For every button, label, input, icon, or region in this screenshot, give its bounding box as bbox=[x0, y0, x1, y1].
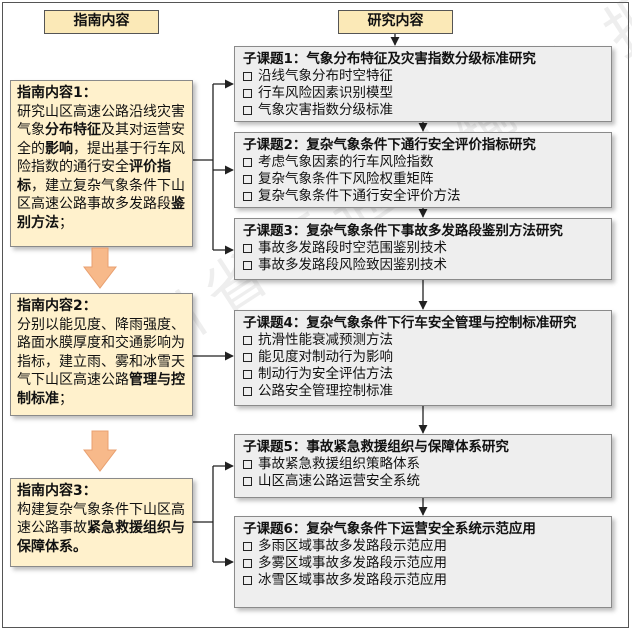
subtopic-title: 子课题4：复杂气象条件下行车安全管理与控制标准研究 bbox=[243, 315, 577, 331]
checkbox-square-icon bbox=[243, 542, 252, 551]
guide-text: ； bbox=[59, 390, 73, 407]
subtopic-title: 子课题5：事故紧急救援组织与保障体系研究 bbox=[243, 439, 509, 455]
checkbox-square-icon bbox=[243, 336, 252, 345]
guide-text: 分别以能见度、降雨强度、路面水膜厚度和交通影响为指标，建立雨、雾和冰雪天气下山区… bbox=[17, 316, 185, 389]
guide-title: 指南内容3： bbox=[17, 483, 97, 499]
guide-body: 分别以能见度、降雨强度、路面水膜厚度和交通影响为指标，建立雨、雾和冰雪天气下山区… bbox=[17, 316, 186, 409]
checkbox-square-icon bbox=[243, 106, 252, 115]
guide-text-emphasis: 评价指标 bbox=[17, 159, 171, 194]
subtopic-box-5: 子课题5：事故紧急救援组织与保障体系研究 事故紧急救援组织策略体系 山区高速公路… bbox=[234, 434, 612, 498]
checkbox-square-icon bbox=[243, 477, 252, 486]
subtopic-box-2: 子课题2：复杂气象条件下通行安全评价指标研究 考虑气象因素的行车风险指数 复杂气… bbox=[234, 132, 612, 208]
checkbox-square-icon bbox=[243, 89, 252, 98]
list-item: 行车风险因素识别模型 bbox=[243, 85, 603, 102]
list-item: 气象灾害指数分级标准 bbox=[243, 102, 603, 119]
checkbox-square-icon bbox=[243, 353, 252, 362]
guide-text-emphasis: 影响 bbox=[45, 140, 73, 157]
list-item: 公路安全管理控制标准 bbox=[243, 383, 603, 400]
subtopic-items: 事故多发路段时空范围鉴别技术 事故多发路段风险致因鉴别技术 bbox=[243, 240, 603, 274]
subtopic-items: 抗滑性能衰减预测方法 能见度对制动行为影响 制动行为安全评估方法 公路安全管理控… bbox=[243, 332, 603, 400]
list-item: 多雾区域事故多发路段示范应用 bbox=[243, 555, 603, 572]
checkbox-square-icon bbox=[243, 192, 252, 201]
guide-text-emphasis: 分布特征 bbox=[45, 122, 101, 138]
checkbox-square-icon bbox=[243, 576, 252, 585]
guide-text-emphasis: 管理与控制标准 bbox=[17, 372, 185, 407]
down-arrow-icon bbox=[83, 430, 117, 472]
list-item: 复杂气象条件下风险权重矩阵 bbox=[243, 171, 603, 188]
list-item: 多雨区域事故多发路段示范应用 bbox=[243, 538, 603, 555]
checkbox-square-icon bbox=[243, 72, 252, 81]
guide-box-3: 指南内容3： 构建复杂气象条件下山区高速公路事故紧急救援组织与保障体系。 bbox=[10, 478, 193, 567]
list-item: 事故多发路段风险致因鉴别技术 bbox=[243, 257, 603, 274]
down-arrow-icon bbox=[83, 247, 117, 289]
guide-text: ； bbox=[59, 214, 73, 231]
guide-body: 构建复杂气象条件下山区高速公路事故紧急救援组织与保障体系。 bbox=[17, 501, 186, 557]
subtopic-items: 事故紧急救援组织策略体系 山区高速公路运营安全系统 bbox=[243, 456, 603, 490]
subtopic-title: 子课题2：复杂气象条件下通行安全评价指标研究 bbox=[243, 137, 536, 153]
subtopic-box-6: 子课题6：复杂气象条件下运营安全系统示范应用 多雨区域事故多发路段示范应用 多雾… bbox=[234, 516, 612, 608]
subtopic-items: 沿线气象分布时空特征 行车风险因素识别模型 气象灾害指数分级标准 bbox=[243, 68, 603, 119]
subtopic-box-3: 子课题3：复杂气象条件下事故多发路段鉴别方法研究 事故多发路段时空范围鉴别技术 … bbox=[234, 218, 612, 280]
list-item: 考虑气象因素的行车风险指数 bbox=[243, 154, 603, 171]
subtopic-items: 考虑气象因素的行车风险指数 复杂气象条件下风险权重矩阵 复杂气象条件下通行安全评… bbox=[243, 154, 603, 205]
list-item: 能见度对制动行为影响 bbox=[243, 349, 603, 366]
guide-text: ，提出基于行车风险指数的通行安全 bbox=[17, 140, 185, 176]
subtopic-title: 子课题1：气象分布特征及灾害指数分级标准研究 bbox=[243, 51, 536, 67]
guide-title: 指南内容1： bbox=[17, 85, 97, 101]
subtopic-box-4: 子课题4：复杂气象条件下行车安全管理与控制标准研究 抗滑性能衰减预测方法 能见度… bbox=[234, 310, 612, 406]
guide-text: 研究山区高速公路沿线灾害气象 bbox=[17, 103, 185, 139]
guide-box-2: 指南内容2： 分别以能见度、降雨强度、路面水膜厚度和交通影响为指标，建立雨、雾和… bbox=[10, 293, 193, 416]
list-item: 抗滑性能衰减预测方法 bbox=[243, 332, 603, 349]
guide-text-emphasis: 鉴别方法 bbox=[17, 196, 185, 231]
subtopic-title: 子课题3：复杂气象条件下事故多发路段鉴别方法研究 bbox=[243, 223, 563, 239]
checkbox-square-icon bbox=[243, 387, 252, 396]
list-item: 沿线气象分布时空特征 bbox=[243, 68, 603, 85]
guide-text: ，建立复杂气象条件下山区高速公路事故多发路段 bbox=[17, 177, 185, 213]
guide-text: 构建复杂气象条件下山区高速公路事故 bbox=[17, 501, 185, 537]
list-item: 事故多发路段时空范围鉴别技术 bbox=[243, 240, 603, 257]
guide-text-emphasis: 紧急救援组织与保障体系。 bbox=[17, 520, 185, 555]
guide-text: 及其对运营安全的 bbox=[17, 122, 185, 157]
checkbox-square-icon bbox=[243, 175, 252, 184]
checkbox-square-icon bbox=[243, 460, 252, 469]
subtopic-title: 子课题6：复杂气象条件下运营安全系统示范应用 bbox=[243, 521, 536, 537]
guide-box-1: 指南内容1： 研究山区高速公路沿线灾害气象分布特征及其对运营安全的影响，提出基于… bbox=[10, 80, 193, 247]
list-item: 事故紧急救援组织策略体系 bbox=[243, 456, 603, 473]
subtopic-box-1: 子课题1：气象分布特征及灾害指数分级标准研究 沿线气象分布时空特征 行车风险因素… bbox=[234, 46, 612, 122]
list-item: 制动行为安全评估方法 bbox=[243, 366, 603, 383]
list-item: 山区高速公路运营安全系统 bbox=[243, 473, 603, 490]
checkbox-square-icon bbox=[243, 370, 252, 379]
list-item: 冰雪区域事故多发路段示范应用 bbox=[243, 572, 603, 589]
subtopic-items: 多雨区域事故多发路段示范应用 多雾区域事故多发路段示范应用 冰雪区域事故多发路段… bbox=[243, 538, 603, 589]
checkbox-square-icon bbox=[243, 244, 252, 253]
checkbox-square-icon bbox=[243, 261, 252, 270]
guide-title: 指南内容2： bbox=[17, 298, 97, 314]
guide-body: 研究山区高速公路沿线灾害气象分布特征及其对运营安全的影响，提出基于行车风险指数的… bbox=[17, 103, 186, 233]
checkbox-square-icon bbox=[243, 559, 252, 568]
header-guide-content: 指南内容 bbox=[44, 10, 159, 34]
checkbox-square-icon bbox=[243, 158, 252, 167]
list-item: 复杂气象条件下通行安全评价方法 bbox=[243, 188, 603, 205]
header-research-content: 研究内容 bbox=[338, 10, 453, 34]
